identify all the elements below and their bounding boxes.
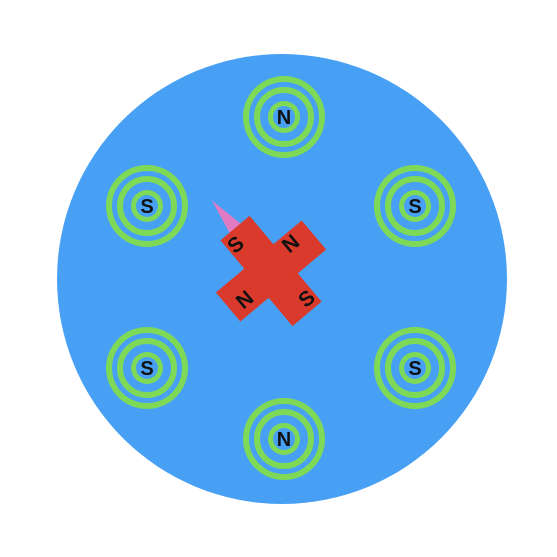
pole-label: S [140, 196, 153, 218]
stator-pole-lower-left: S [106, 327, 188, 409]
pole-label: N [277, 429, 291, 451]
stator-pole-upper-right: S [374, 165, 456, 247]
stator-pole-bottom: N [243, 398, 325, 480]
rotor-arm-horizontal [215, 220, 327, 322]
rotor-pointer-icon [211, 200, 244, 237]
pole-label: S [408, 358, 421, 380]
pole-label: N [277, 107, 291, 129]
stator-pole-upper-left: S [106, 165, 188, 247]
stator-pole-top: N [243, 76, 325, 158]
rotor [211, 200, 327, 327]
pole-label: S [140, 358, 153, 380]
stator-pole-lower-right: S [374, 327, 456, 409]
pole-label: S [408, 196, 421, 218]
